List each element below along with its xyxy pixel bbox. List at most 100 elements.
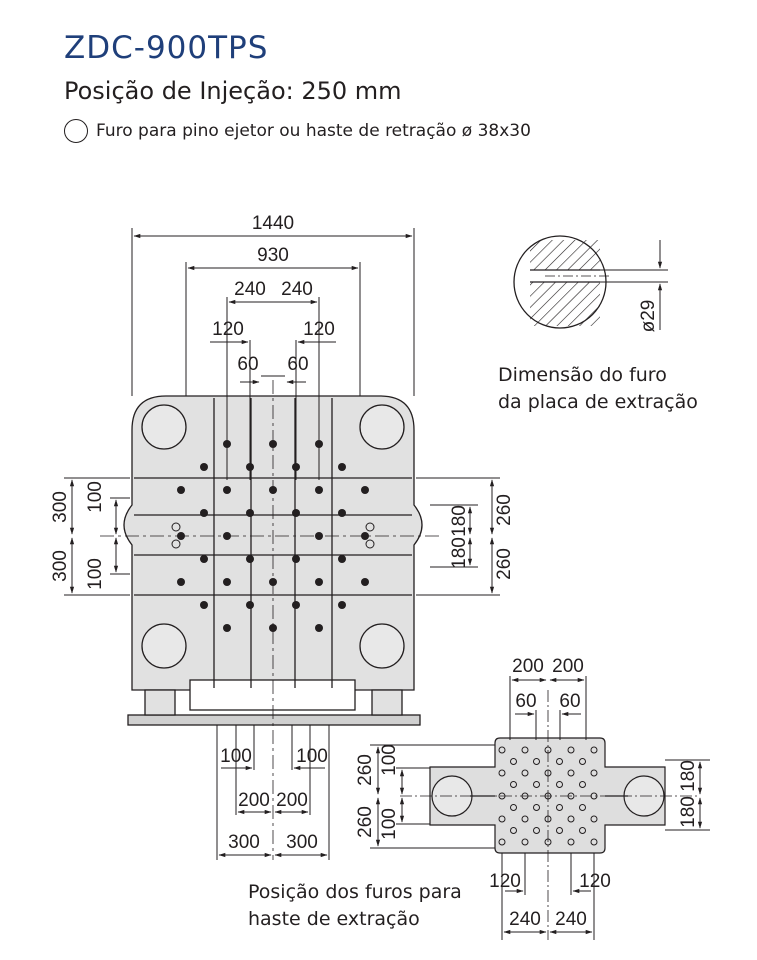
ejector-hole bbox=[177, 578, 185, 586]
rod-hole bbox=[498, 746, 506, 754]
ejector-hole bbox=[338, 509, 346, 517]
dim-300-left-bottom: 300 bbox=[228, 832, 260, 853]
center-lines bbox=[100, 380, 440, 860]
rod-hole bbox=[579, 758, 586, 765]
rod-hole bbox=[567, 746, 575, 754]
ejector-hole bbox=[315, 624, 323, 632]
plate-dim-180-bottom: 180 bbox=[678, 796, 699, 828]
ejector-hole bbox=[200, 509, 208, 517]
plate-dim-120-right: 120 bbox=[579, 871, 611, 892]
ejector-hole bbox=[177, 486, 185, 494]
rod-hole bbox=[498, 769, 506, 777]
plate-dim-100-bottom: 100 bbox=[379, 808, 400, 840]
rod-hole bbox=[567, 815, 575, 823]
rod-hole bbox=[533, 827, 540, 834]
ejector-hole bbox=[246, 509, 254, 517]
rod-hole bbox=[510, 781, 517, 788]
plate-dim-60-left: 60 bbox=[515, 691, 536, 712]
rod-hole bbox=[521, 746, 529, 754]
ejector-hole bbox=[269, 486, 277, 494]
ejector-hole bbox=[338, 601, 346, 609]
ejector-hole bbox=[223, 578, 231, 586]
rod-hole bbox=[579, 804, 586, 811]
dim-120-right: 120 bbox=[303, 319, 335, 340]
dim-120-left: 120 bbox=[212, 319, 244, 340]
ejector-hole bbox=[177, 532, 185, 540]
ejector-hole-grid bbox=[171, 440, 375, 632]
injection-position-subtitle: Posição de Injeção: 250 mm bbox=[64, 77, 402, 105]
ejector-hole bbox=[315, 486, 323, 494]
rod-hole bbox=[498, 815, 506, 823]
plate-dim-100-top: 100 bbox=[379, 744, 400, 776]
dim-200-right-bottom: 200 bbox=[276, 790, 308, 811]
plate-dim-260-top: 260 bbox=[355, 754, 376, 786]
dim-930: 930 bbox=[257, 245, 289, 266]
side-hole bbox=[171, 522, 181, 532]
plate-center-lines bbox=[400, 690, 700, 940]
rod-hole bbox=[533, 758, 540, 765]
ejector-hole bbox=[200, 601, 208, 609]
main-dimension-lines bbox=[64, 228, 500, 860]
plate-dimension-lines bbox=[370, 676, 710, 940]
ejector-hole bbox=[246, 601, 254, 609]
rod-hole bbox=[590, 769, 598, 777]
plate-dim-240-right: 240 bbox=[555, 909, 587, 930]
dim-300-top: 300 bbox=[50, 491, 71, 523]
dim-100-bottom: 100 bbox=[85, 558, 106, 590]
rod-hole bbox=[510, 758, 517, 765]
ejector-hole bbox=[338, 463, 346, 471]
dim-240-left: 240 bbox=[234, 279, 266, 300]
rod-hole bbox=[510, 827, 517, 834]
ejector-hole bbox=[315, 532, 323, 540]
ejector-hole bbox=[292, 555, 300, 563]
ejector-hole bbox=[292, 509, 300, 517]
dim-60-right: 60 bbox=[287, 354, 308, 375]
rod-hole bbox=[579, 781, 586, 788]
rod-hole bbox=[521, 815, 529, 823]
rod-hole bbox=[567, 838, 575, 846]
dim-240-right: 240 bbox=[281, 279, 313, 300]
dim-260-top: 260 bbox=[494, 494, 515, 526]
ejector-hole bbox=[292, 601, 300, 609]
page-title: ZDC-900TPS bbox=[64, 30, 269, 66]
ejector-plate-view bbox=[429, 737, 666, 854]
plate-caption-line2: haste de extração bbox=[248, 908, 420, 930]
hole-circle-icon bbox=[64, 119, 88, 143]
rod-hole bbox=[579, 827, 586, 834]
ejector-hole bbox=[223, 486, 231, 494]
detail-caption-line1: Dimensão do furo bbox=[498, 364, 667, 386]
ejector-hole bbox=[269, 578, 277, 586]
dim-260-bottom: 260 bbox=[494, 548, 515, 580]
rod-hole bbox=[521, 838, 529, 846]
hole-detail-view bbox=[513, 235, 668, 330]
ejector-hole bbox=[200, 463, 208, 471]
rod-hole bbox=[510, 804, 517, 811]
plate-dim-200-left: 200 bbox=[512, 656, 544, 677]
rod-hole bbox=[556, 758, 563, 765]
side-hole bbox=[365, 539, 375, 549]
ejector-hole bbox=[269, 624, 277, 632]
rod-hole bbox=[556, 804, 563, 811]
ejector-hole bbox=[223, 532, 231, 540]
hole-legend: Furo para pino ejetor ou haste de retraç… bbox=[64, 119, 531, 143]
ejector-hole bbox=[338, 555, 346, 563]
hole-legend-text: Furo para pino ejetor ou haste de retraç… bbox=[96, 121, 531, 141]
ejector-hole bbox=[361, 486, 369, 494]
rod-hole bbox=[590, 815, 598, 823]
rod-hole bbox=[567, 769, 575, 777]
ejector-hole bbox=[200, 555, 208, 563]
dim-100-right-bottom: 100 bbox=[296, 746, 328, 767]
ejector-hole bbox=[246, 555, 254, 563]
side-hole bbox=[171, 539, 181, 549]
plate-dim-200-right: 200 bbox=[552, 656, 584, 677]
dim-100-top: 100 bbox=[85, 481, 106, 513]
ejector-hole bbox=[361, 578, 369, 586]
dim-300-bottom: 300 bbox=[50, 550, 71, 582]
detail-caption-line2: da placa de extração bbox=[498, 391, 698, 413]
plate-dim-180-top: 180 bbox=[678, 760, 699, 792]
rod-hole bbox=[533, 781, 540, 788]
dim-300-right-bottom: 300 bbox=[286, 832, 318, 853]
dim-100-left-bottom: 100 bbox=[220, 746, 252, 767]
ejector-hole bbox=[361, 532, 369, 540]
